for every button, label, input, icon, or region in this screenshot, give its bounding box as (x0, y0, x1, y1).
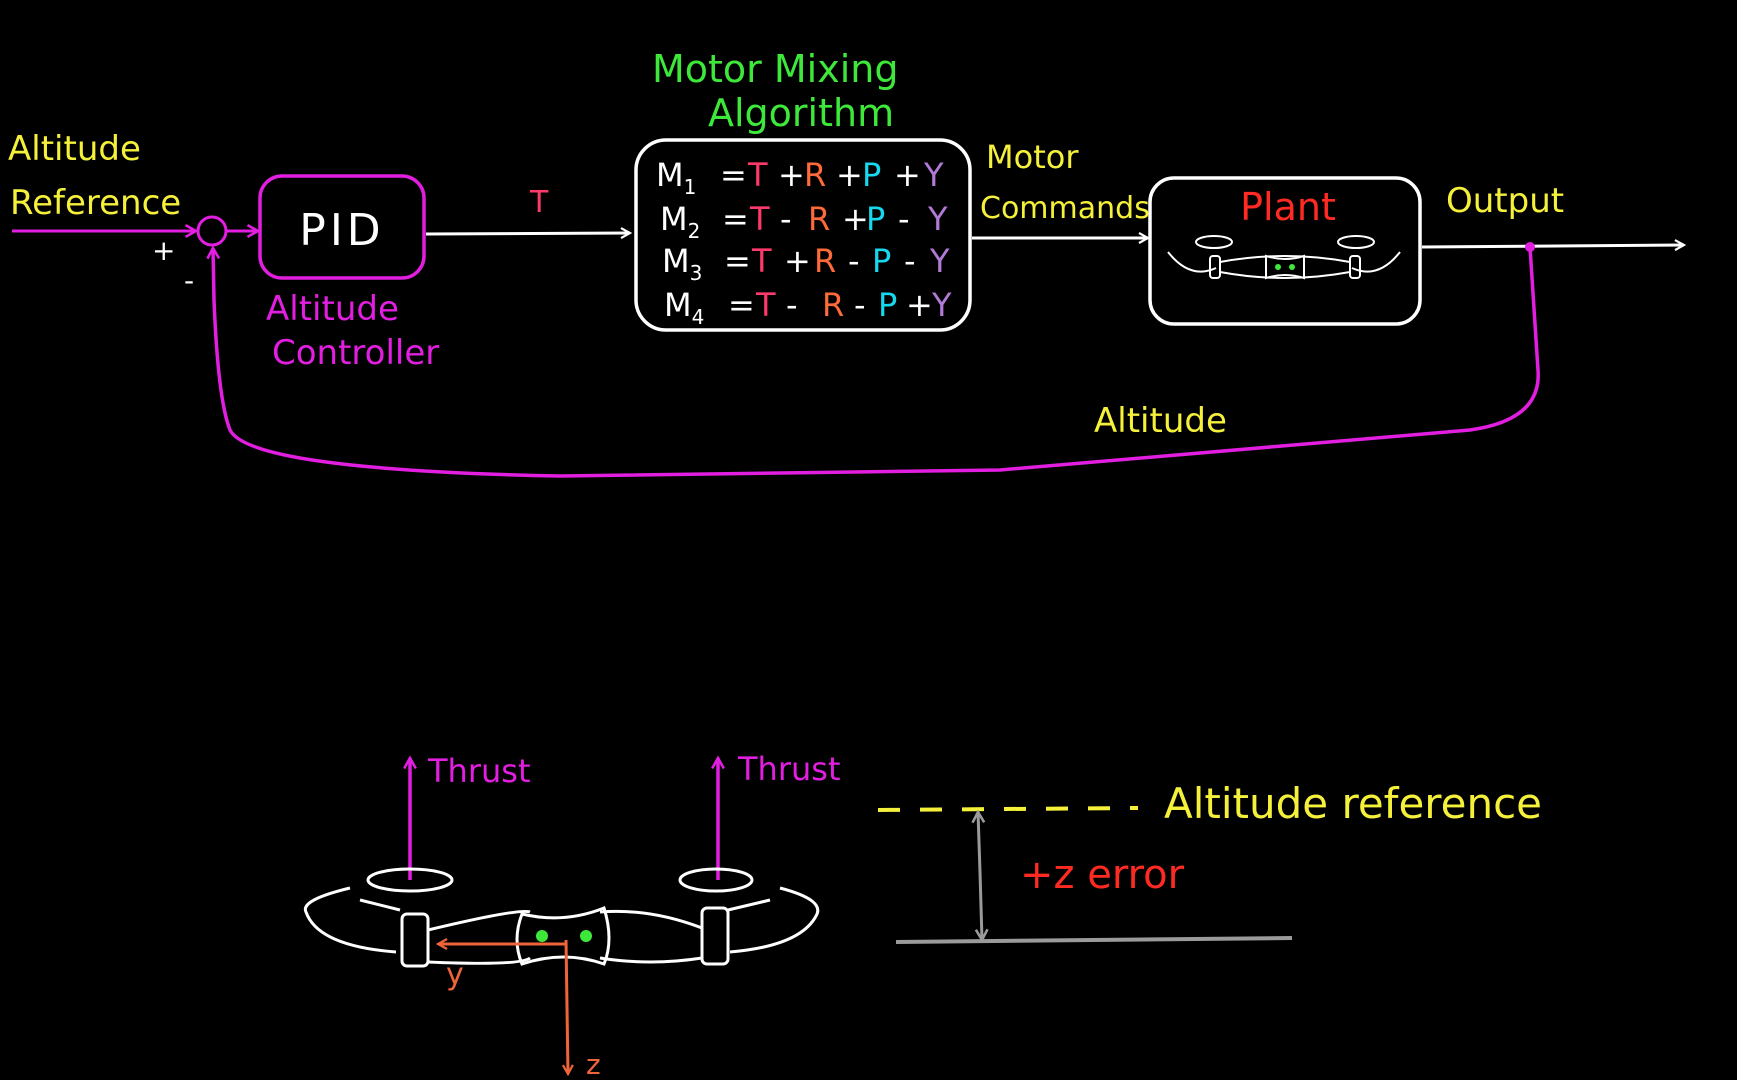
svg-text:-: - (848, 242, 860, 280)
svg-text:Y: Y (927, 200, 948, 238)
svg-text:Y: Y (931, 286, 952, 324)
svg-text:=: = (722, 200, 749, 238)
pid-block (258, 174, 426, 280)
output-label: Output (1446, 181, 1564, 221)
plant-label: Plant (1240, 185, 1336, 229)
z-axis-label: z (586, 1048, 601, 1080)
svg-text:P: P (862, 156, 881, 194)
svg-text:-: - (786, 286, 798, 324)
z-error-label: +z error (1020, 852, 1185, 898)
ground-line (895, 936, 1293, 944)
z-error-arrow-up (978, 812, 980, 873)
drone-eye-left (536, 930, 548, 942)
svg-text:T: T (749, 200, 770, 238)
svg-text:+: + (784, 242, 811, 280)
svg-text:+: + (894, 156, 921, 194)
svg-text:Y: Y (923, 156, 944, 194)
svg-text:-: - (898, 200, 910, 238)
svg-text:-: - (854, 286, 866, 324)
svg-text:R: R (822, 286, 844, 324)
input-label-line2: Reference (10, 183, 181, 223)
svg-text:Y: Y (929, 242, 950, 280)
summing-plus-sign: + (152, 234, 175, 267)
svg-text:R: R (804, 156, 826, 194)
drone-illustration (303, 867, 820, 968)
svg-text:M1: M1 (656, 156, 696, 199)
svg-text:P: P (878, 286, 897, 324)
svg-text:+: + (906, 286, 933, 324)
svg-text:M4: M4 (664, 286, 704, 329)
altitude-reference-label: Altitude reference (1164, 779, 1542, 828)
feedback-loop (213, 247, 1540, 478)
output-arrow (1421, 245, 1684, 247)
input-label-line1: Altitude (8, 129, 141, 169)
svg-text:=: = (728, 286, 755, 324)
svg-text:=: = (720, 156, 747, 194)
svg-text:R: R (808, 200, 830, 238)
z-axis-arrow (566, 939, 568, 1074)
plant-block (1148, 176, 1422, 326)
feedback-label: Altitude (1094, 401, 1227, 441)
svg-text:T: T (751, 242, 772, 280)
svg-text:M2: M2 (660, 200, 700, 243)
mixer-title-line2: Algorithm (708, 91, 894, 135)
controller-label-line1: Altitude (266, 289, 399, 329)
svg-text:R: R (814, 242, 836, 280)
thrust-signal-label: T (529, 185, 549, 220)
mixing-equation-4: M4 = T - R - P + Y (664, 286, 952, 329)
svg-text:P: P (872, 242, 891, 280)
svg-text:+: + (778, 156, 805, 194)
svg-text:T: T (755, 286, 776, 324)
mixing-equation-2: M2 = T - R + P - Y (660, 200, 948, 243)
motor-mixing-block (634, 138, 972, 332)
svg-text:+: + (836, 156, 863, 194)
svg-text:P: P (866, 200, 885, 238)
mixing-equation-1: M1 = T + R + P + Y (656, 156, 944, 199)
svg-text:-: - (904, 242, 916, 280)
altitude-reference-line (877, 806, 1139, 812)
controller-label-line2: Controller (272, 333, 439, 373)
mixing-equation-3: M3 = T + R - P - Y (662, 242, 950, 285)
svg-text:M3: M3 (662, 242, 702, 285)
z-error-arrow-down (980, 871, 982, 940)
pid-label: PID (299, 205, 384, 256)
summing-minus-sign: - (184, 264, 194, 297)
thrust-signal-arrow (425, 233, 630, 234)
thrust-label-right: Thrust (737, 750, 840, 788)
thrust-label-left: Thrust (427, 752, 530, 790)
motor-commands-label-line1: Motor (986, 138, 1079, 176)
svg-text:+: + (842, 200, 869, 238)
svg-text:T: T (747, 156, 768, 194)
drone-eye-right (580, 930, 592, 942)
svg-text:-: - (780, 200, 792, 238)
mixer-title-line1: Motor Mixing (652, 47, 898, 91)
motor-commands-label-line2: Commands (980, 191, 1150, 226)
summing-junction (196, 215, 228, 247)
y-axis-label: y (446, 957, 464, 992)
drone-icon-small (1167, 235, 1401, 280)
svg-text:=: = (724, 242, 751, 280)
